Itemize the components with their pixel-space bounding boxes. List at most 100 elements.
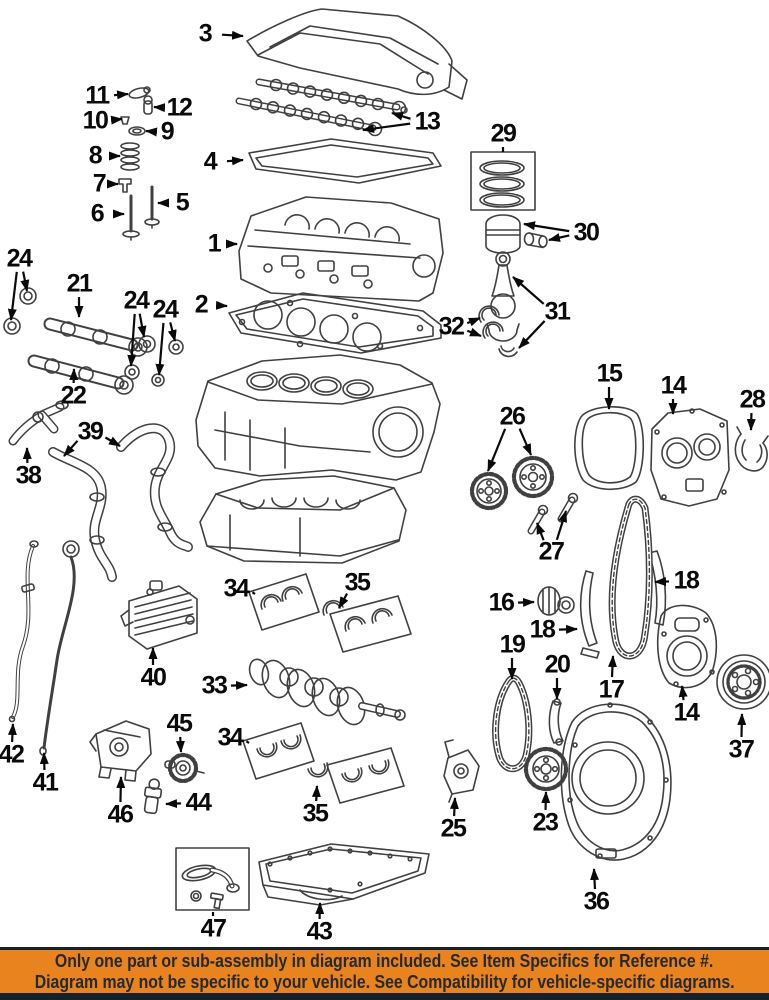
valve-cover-drawing [246,8,468,100]
part-label-35: 35 [344,568,371,597]
part-label-26: 26 [499,402,526,431]
part-label-22: 22 [60,381,87,410]
head-gasket-drawing [228,292,442,354]
cam-sprockets-drawing [469,455,555,511]
leader-line-16 [517,597,535,607]
leader-line-31 [512,276,545,305]
leader-line-4 [226,156,244,166]
part-label-13: 13 [414,107,441,136]
part-label-12: 12 [166,93,193,122]
pump-gear-drawing [164,752,205,784]
leader-line-35 [311,785,321,802]
oil-cooler-drawing [120,580,198,650]
timing-cover-gasket-drawing [574,405,645,491]
oil-pump-chain-drawing [492,674,533,773]
part-label-31: 31 [544,297,571,326]
leader-line-32 [466,316,481,327]
valve-train-parts-drawing [118,86,160,241]
part-label-47: 47 [200,914,227,943]
part-label-41: 41 [32,768,59,797]
part-label-15: 15 [596,359,623,388]
engine-block-drawing [195,354,441,481]
part-label-27: 27 [538,537,565,566]
leader-line-27 [535,522,546,541]
part-label-5: 5 [175,188,190,217]
part-label-46: 46 [107,800,134,829]
leader-line-34 [245,740,250,744]
part-label-45: 45 [166,709,193,738]
part-label-6: 6 [90,199,105,228]
oil-pump-drawing [89,720,152,782]
part-label-18: 18 [529,615,556,644]
leader-line-30 [548,233,570,242]
leader-line-13 [362,122,411,133]
leader-line-26 [486,428,507,472]
part-label-8: 8 [88,141,103,170]
leader-line-35 [338,593,349,609]
crank-sprocket-drawing [523,746,569,792]
engine-diagram-art [3,8,769,911]
timing-chain-drawing [608,495,653,660]
oil-pickup-box-drawing [175,847,250,911]
part-label-34: 34 [217,723,244,752]
leader-line-25 [449,797,459,817]
leader-line-37 [737,713,747,738]
part-label-32: 32 [438,312,465,341]
leader-line-14 [678,685,688,701]
part-label-37: 37 [728,735,755,764]
part-label-36: 36 [583,887,610,916]
leader-line-10 [110,115,123,125]
engine-side-cover-drawing [560,702,672,861]
leader-line-3 [221,30,244,40]
part-label-33: 33 [201,671,228,700]
crankshaft-drawing [248,658,406,726]
leader-line-39 [63,440,79,457]
leader-line-39 [104,436,121,447]
crank-pulley-drawing [716,654,769,710]
part-label-35: 35 [302,799,329,828]
part-label-24: 24 [6,244,33,273]
label-arrows-overlay [7,30,756,920]
part-label-7: 7 [92,169,107,198]
leader-line-31 [518,320,546,349]
part-label-4: 4 [203,147,218,176]
part-label-39: 39 [77,417,104,446]
balance-tensioner-drawing [443,739,480,803]
chain-tensioner-drawing [537,586,575,616]
leader-line-24 [20,271,30,292]
part-label-11: 11 [85,81,110,110]
leader-line-44 [165,799,182,809]
part-label-1: 1 [207,229,222,258]
part-label-43: 43 [306,917,333,946]
leader-line-24 [137,313,147,338]
leader-line-24 [155,322,165,376]
part-label-20: 20 [544,650,571,679]
disclaimer-line-1: Only one part or sub-assembly in diagram… [55,950,714,971]
leader-line-32 [466,327,482,338]
part-label-17: 17 [598,675,625,704]
leader-line-33 [230,680,248,690]
part-label-21: 21 [66,269,93,298]
part-label-29: 29 [490,119,517,148]
leader-line-34 [251,591,256,595]
part-label-3: 3 [198,19,213,48]
rear-cover-drawing [656,604,718,689]
leader-line-2 [215,300,228,310]
leader-line-13 [391,111,411,121]
leader-line-18 [558,624,578,634]
leader-line-42 [7,723,17,743]
cylinder-head-drawing [238,196,444,302]
part-label-30: 30 [573,218,600,247]
part-label-38: 38 [15,461,42,490]
oil-pressure-sensor-drawing [143,778,163,815]
coolant-outlet-and-hoses-drawing [8,400,193,582]
leader-line-24 [127,313,137,367]
part-label-14: 14 [660,371,687,400]
part-label-2: 2 [194,290,209,319]
disclaimer-line-2: Diagram may not be specific to your vehi… [34,971,735,992]
leader-line-27 [555,510,568,541]
leader-line-24 [7,271,18,321]
leader-line-45 [175,736,185,753]
leader-line-26 [518,428,533,456]
